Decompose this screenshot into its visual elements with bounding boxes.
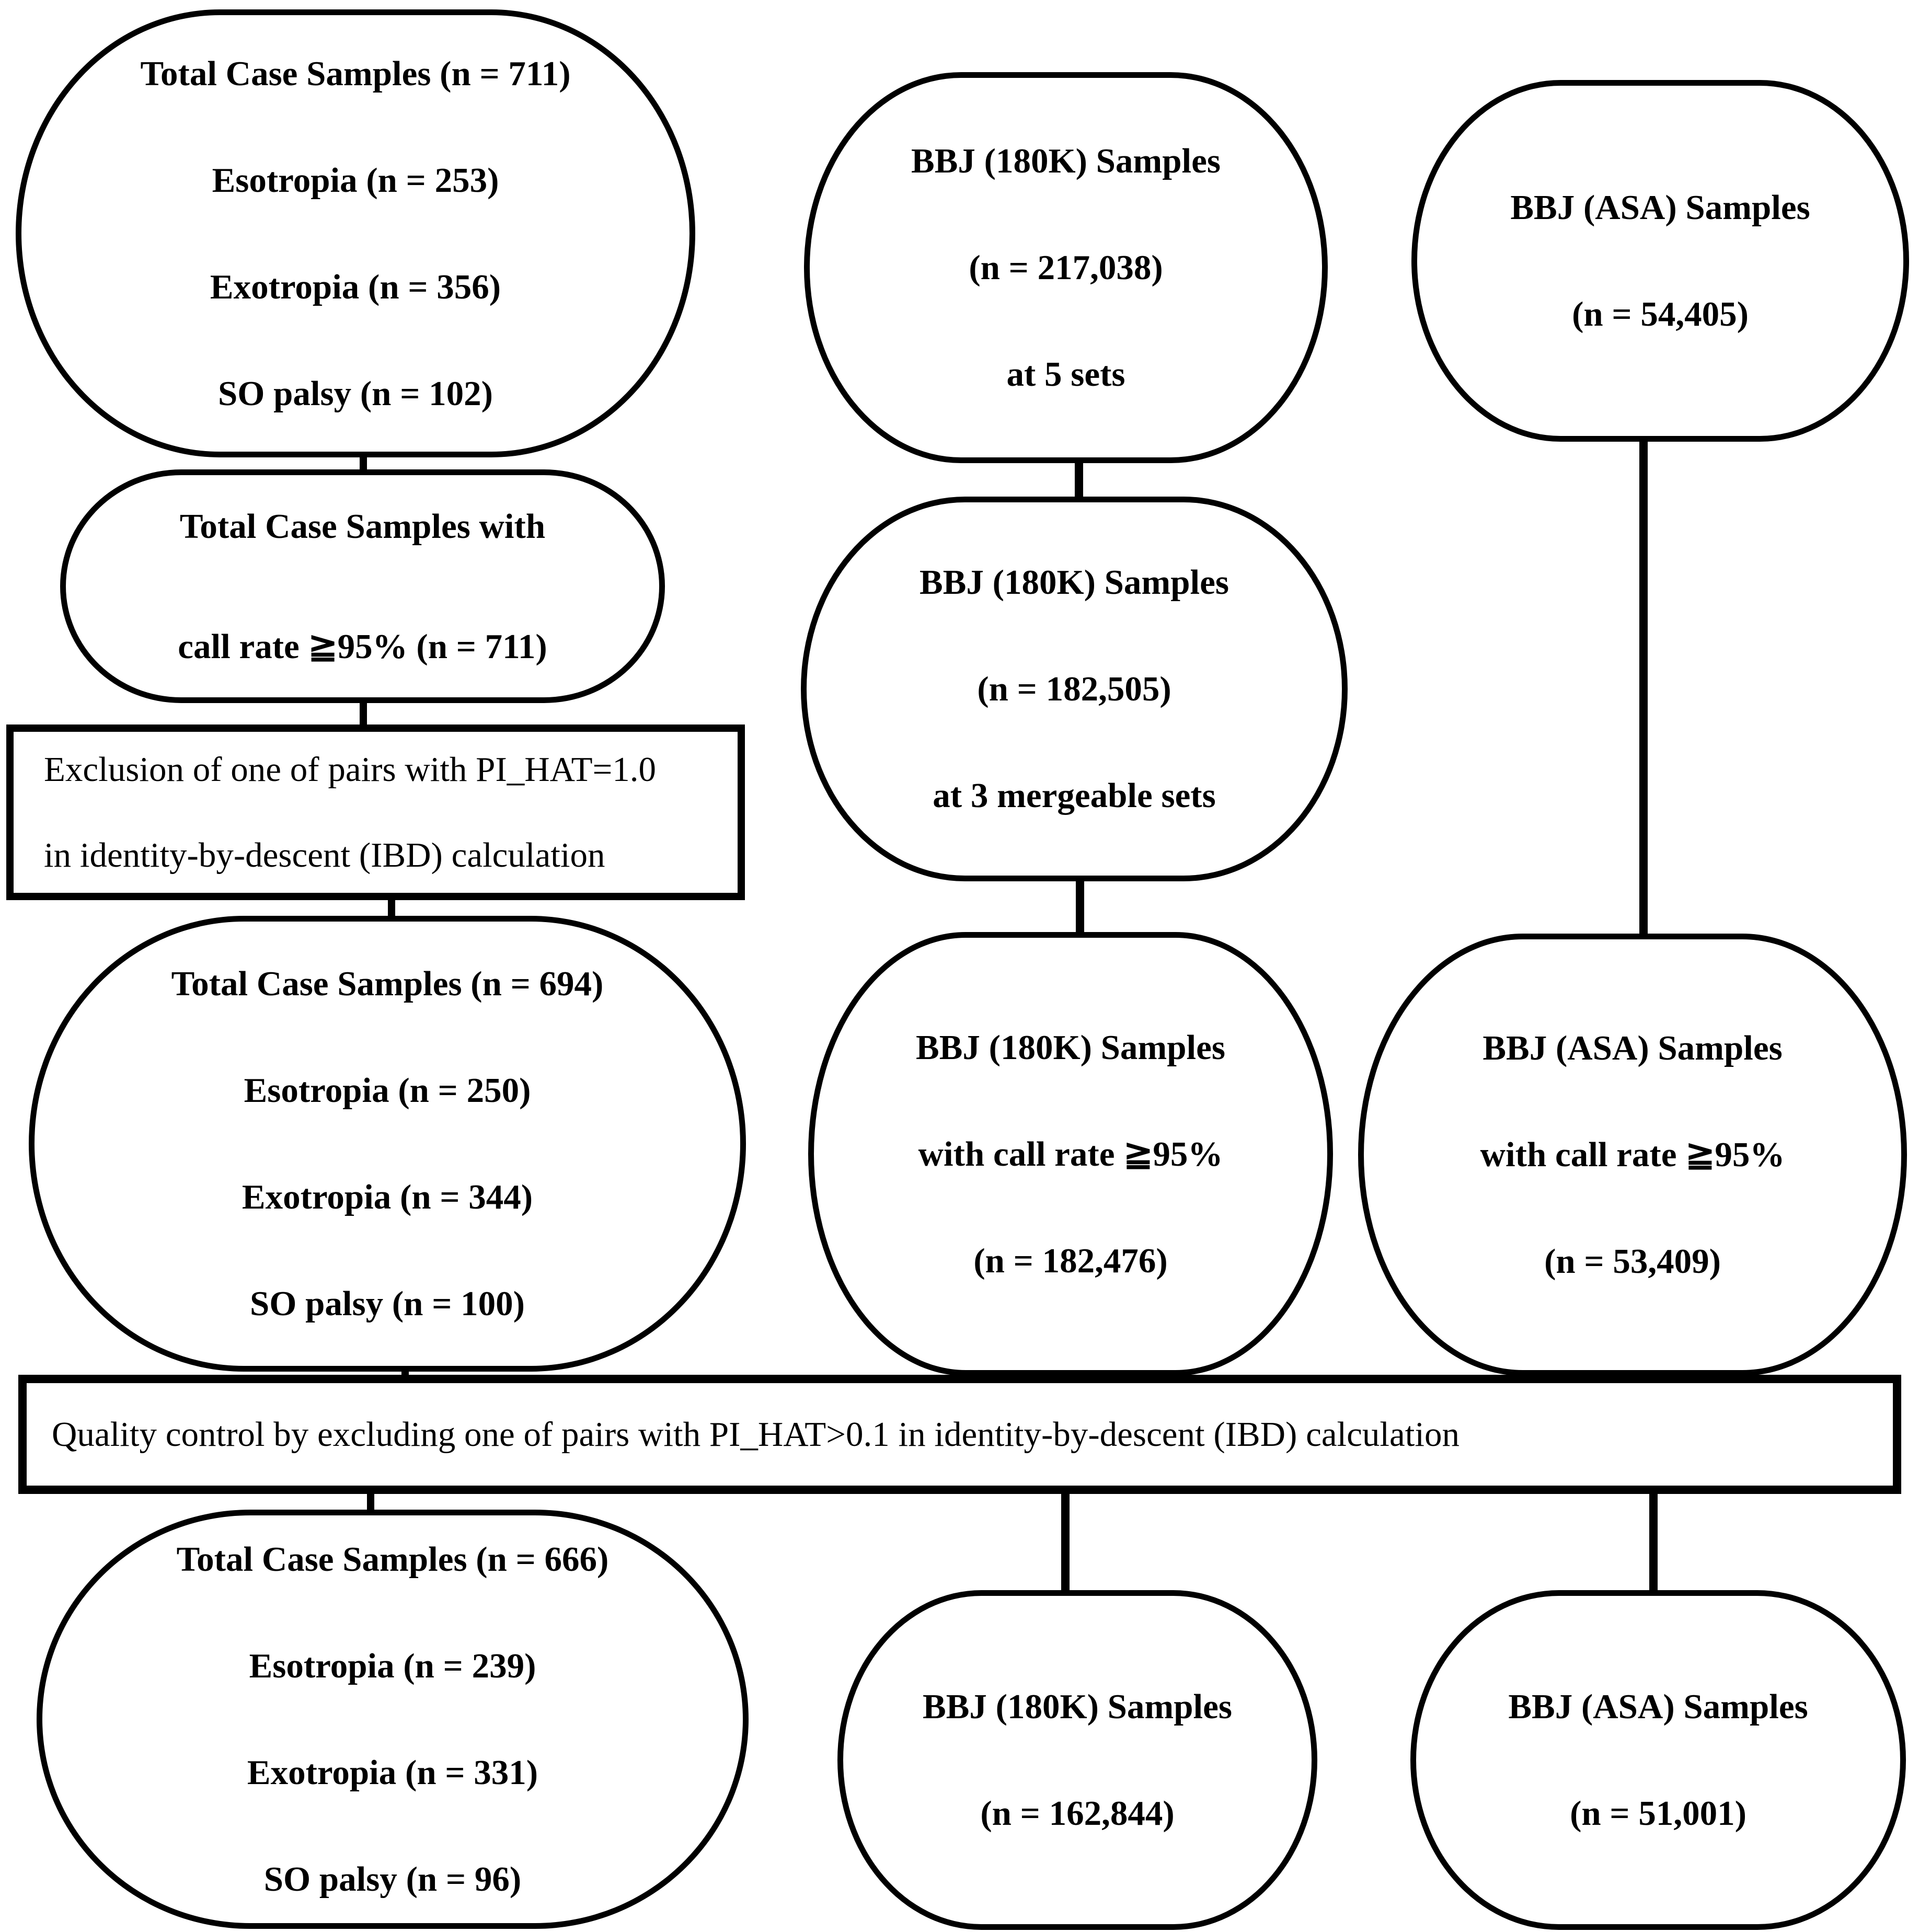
node-bbjasa-final: BBJ (ASA) Samples (n = 51,001): [1410, 1590, 1906, 1930]
node-text-line: (n = 54,405): [1572, 295, 1749, 334]
node-exclusion-step: Exclusion of one of pairs with PI_HAT=1.…: [6, 724, 745, 900]
node-text-line: Total Case Samples (n = 666): [176, 1540, 609, 1579]
node-text-line: BBJ (180K) Samples: [916, 1028, 1225, 1067]
connector-line: [1076, 874, 1084, 939]
node-text-line: (n = 51,001): [1570, 1794, 1746, 1833]
node-text-line: SO palsy (n = 100): [250, 1284, 525, 1323]
node-bbj180k-mergeable: BBJ (180K) Samples (n = 182,505) at 3 me…: [801, 497, 1348, 881]
node-text-line: (n = 182,505): [977, 670, 1171, 708]
node-text-line: SO palsy (n = 96): [263, 1860, 522, 1899]
node-bbjasa-callrate: BBJ (ASA) Samples with call rate ≧95% (n…: [1358, 934, 1907, 1376]
connector-line: [360, 695, 367, 732]
node-bbj180k-callrate: BBJ (180K) Samples with call rate ≧95% (…: [808, 932, 1333, 1376]
node-text-line: Exotropia (n = 356): [210, 267, 501, 306]
node-text-line: (n = 162,844): [980, 1794, 1175, 1833]
node-text-line: Total Case Samples (n = 694): [171, 964, 604, 1003]
node-text-line: Exotropia (n = 344): [242, 1178, 533, 1216]
node-text-line: Total Case Samples with: [179, 507, 546, 546]
node-case-total: Total Case Samples (n = 711) Esotropia (…: [16, 9, 695, 457]
node-text-line: BBJ (180K) Samples: [920, 563, 1229, 602]
node-text-line: with call rate ≧95%: [918, 1134, 1223, 1174]
node-case-callrate: Total Case Samples with call rate ≧95% (…: [60, 469, 665, 703]
node-text-line: (n = 217,038): [969, 248, 1163, 287]
node-bbjasa-total: BBJ (ASA) Samples (n = 54,405): [1411, 80, 1909, 442]
node-text-line: Exclusion of one of pairs with PI_HAT=1.…: [44, 750, 657, 789]
node-text-line: in identity-by-descent (IBD) calculation: [44, 836, 605, 875]
node-text-line: Esotropia (n = 239): [249, 1647, 536, 1685]
node-case-after-ibd: Total Case Samples (n = 694) Esotropia (…: [29, 916, 746, 1372]
node-case-final: Total Case Samples (n = 666) Esotropia (…: [37, 1510, 749, 1929]
node-bbj180k-final: BBJ (180K) Samples (n = 162,844): [837, 1590, 1317, 1930]
node-text-line: call rate ≧95% (n = 711): [178, 627, 547, 666]
connector-line: [1075, 455, 1083, 505]
node-text-line: Quality control by excluding one of pair…: [52, 1415, 1460, 1454]
node-text-line: at 5 sets: [1006, 355, 1125, 394]
node-qc-step: Quality control by excluding one of pair…: [18, 1375, 1901, 1494]
node-text-line: with call rate ≧95%: [1480, 1135, 1785, 1174]
node-text-line: Esotropia (n = 250): [244, 1071, 531, 1110]
node-text-line: (n = 53,409): [1544, 1242, 1721, 1281]
node-text-line: at 3 mergeable sets: [933, 776, 1216, 815]
node-text-line: SO palsy (n = 102): [218, 374, 493, 413]
node-text-line: BBJ (ASA) Samples: [1510, 188, 1810, 227]
node-text-line: Esotropia (n = 253): [212, 160, 499, 200]
node-bbj180k-total: BBJ (180K) Samples (n = 217,038) at 5 se…: [804, 72, 1328, 463]
node-text-line: Exotropia (n = 331): [247, 1753, 538, 1792]
connector-line: [1061, 1490, 1070, 1597]
node-text-line: Total Case Samples (n = 711): [140, 54, 571, 93]
node-text-line: BBJ (180K) Samples: [923, 1687, 1232, 1726]
connector-line: [1639, 434, 1648, 941]
node-text-line: BBJ (ASA) Samples: [1508, 1687, 1808, 1726]
connector-line: [1649, 1490, 1658, 1597]
node-text-line: (n = 182,476): [973, 1241, 1168, 1280]
node-text-line: BBJ (ASA) Samples: [1483, 1029, 1783, 1067]
node-text-line: BBJ (180K) Samples: [911, 142, 1221, 180]
